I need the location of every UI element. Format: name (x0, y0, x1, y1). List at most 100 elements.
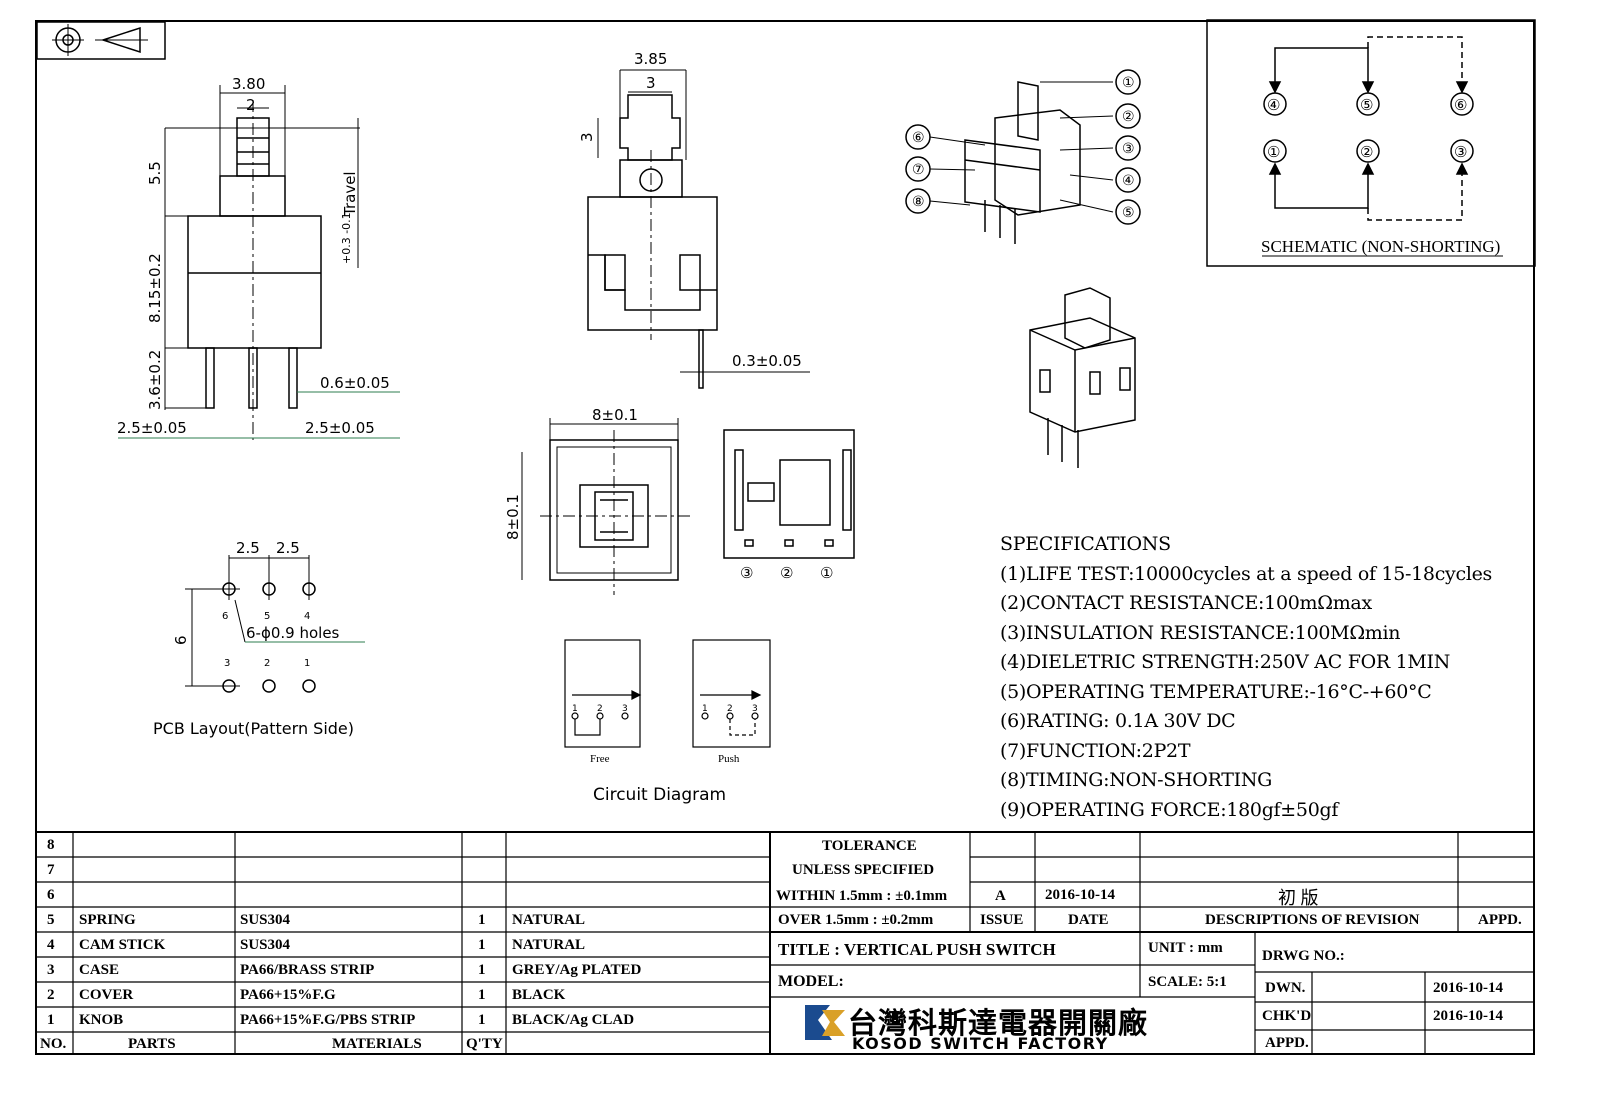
tolerance-within: WITHIN 1.5mm : ±0.1mm (776, 888, 948, 904)
front-view (118, 85, 400, 440)
dim-side-pin: 0.3±0.05 (732, 352, 802, 370)
bom-material: PA66/BRASS STRIP (240, 962, 375, 978)
bom-qty: 1 (478, 912, 486, 928)
callout-8: ⑧ (912, 194, 925, 210)
pcb-pitch-a: 2.5 (236, 539, 260, 557)
schem-node-6: ⑥ (1454, 96, 1467, 114)
chkd-date: 2016-10-14 (1433, 1008, 1503, 1024)
bom-no: 6 (47, 887, 55, 903)
callout-5: ⑤ (1122, 205, 1135, 221)
side-view (587, 69, 810, 389)
tolerance-unless: UNLESS SPECIFIED (792, 862, 935, 878)
appd-label: APPD. (1265, 1035, 1309, 1051)
pcb-caption: PCB Layout(Pattern Side) (153, 719, 354, 738)
spec-item: (3)INSULATION RESISTANCE:100MΩmin (1000, 621, 1401, 644)
schematic-caption: SCHEMATIC (NON-SHORTING) (1261, 237, 1500, 256)
bom-part: COVER (79, 987, 134, 1003)
model: MODEL: (778, 973, 844, 990)
drawing-number: DRWG NO.: (1262, 948, 1345, 964)
callout-3: ③ (1122, 141, 1135, 157)
dim-body-height: 8.15±0.2 (146, 253, 164, 323)
pcb-pin-2: 2 (264, 658, 270, 669)
schematic (1206, 19, 1536, 267)
bom-material: SUS304 (240, 937, 291, 953)
bom-part: CASE (79, 962, 120, 978)
bom-finish: BLACK/Ag CLAD (512, 1012, 635, 1028)
bom-qty: 1 (478, 937, 486, 953)
dim-stem-width: 2 (246, 96, 256, 114)
bom-finish: NATURAL (512, 912, 586, 928)
dim-top-width: 3.80 (232, 75, 265, 93)
circuit-diagram (564, 639, 771, 748)
pcb-holes-label: 6-ϕ0.9 holes (246, 624, 340, 642)
callout-1: ① (1122, 75, 1135, 91)
pcb-pin-6: 6 (222, 611, 228, 622)
tolerance-heading: TOLERANCE (822, 838, 917, 854)
bom-header-no: NO. (40, 1036, 67, 1052)
schem-node-3: ③ (1454, 143, 1467, 161)
exploded-view (905, 69, 1141, 244)
spec-item: (1)LIFE TEST:10000cycles at a speed of 1… (1000, 562, 1492, 585)
rev-header-issue: ISSUE (980, 912, 1024, 928)
rev-issue: A (995, 888, 1006, 904)
schem-node-5: ⑤ (1360, 96, 1373, 114)
spec-item: (4)DIELETRIC STRENGTH:250V AC FOR 1MIN (1000, 651, 1451, 673)
callout-2: ② (1122, 109, 1135, 125)
pcb-pitch-b: 2.5 (276, 539, 300, 557)
dim-top-width: 8±0.1 (592, 406, 638, 424)
push-pin-1: 1 (702, 704, 708, 714)
schem-node-4: ④ (1267, 96, 1280, 114)
free-pin-1: 1 (572, 704, 578, 714)
bom-no: 1 (47, 1012, 55, 1028)
pcb-pin-1: 1 (304, 658, 310, 669)
rev-header-date: DATE (1068, 912, 1109, 928)
rev-date: 2016-10-14 (1045, 887, 1115, 903)
bottom-view (723, 429, 855, 559)
free-label: Free (590, 753, 610, 765)
bom-part: CAM STICK (79, 937, 166, 953)
pcb-pin-5: 5 (264, 611, 270, 622)
rev-header-desc: DESCRIPTIONS OF REVISION (1205, 912, 1420, 928)
bom-qty: 1 (478, 987, 486, 1003)
unit: UNIT : mm (1148, 940, 1223, 956)
bom-material: PA66+15%F.G/PBS STRIP (240, 1012, 416, 1028)
pcb-layout (185, 555, 365, 693)
dwn-date: 2016-10-14 (1433, 980, 1503, 996)
push-pin-3: 3 (752, 704, 758, 714)
schem-node-2: ② (1360, 143, 1373, 161)
title-block-grid (35, 831, 1535, 1055)
company-name-en: KOSOD SWITCH FACTORY (852, 1034, 1109, 1053)
spec-item: (9)OPERATING FORCE:180gf±50gf (1000, 798, 1339, 821)
dim-pin-width: 0.6±0.05 (320, 374, 390, 392)
rev-description: 初 版 (1278, 888, 1319, 908)
bom-header-qty: Q'TY (466, 1036, 503, 1052)
spec-heading: SPECIFICATIONS (1000, 533, 1171, 555)
free-pin-3: 3 (622, 704, 628, 714)
dim-travel-height: 5.5 (146, 161, 164, 185)
dim-side-stem: 3 (578, 132, 596, 142)
company-logo (805, 1005, 845, 1040)
bom-no: 8 (47, 837, 55, 853)
pcb-pin-4: 4 (304, 611, 310, 622)
bom-part: SPRING (79, 912, 136, 928)
push-label: Push (718, 753, 740, 765)
callout-6: ⑥ (912, 130, 925, 146)
pcb-pin-3: 3 (224, 658, 230, 669)
bom-material: SUS304 (240, 912, 291, 928)
bom-qty: 1 (478, 1012, 486, 1028)
rev-header-appd: APPD. (1478, 912, 1522, 928)
circuit-caption: Circuit Diagram (593, 785, 726, 805)
drawing-sheet (35, 20, 1535, 1055)
dim-pin-height: 3.6±0.2 (146, 350, 164, 410)
bom-no: 7 (47, 862, 55, 878)
dim-side-outer: 3.85 (634, 50, 667, 68)
bom-finish: BLACK (512, 987, 566, 1003)
bom-header-materials: MATERIALS (332, 1036, 422, 1052)
bom-no: 4 (47, 937, 55, 953)
tolerance-over: OVER 1.5mm : ±0.2mm (778, 912, 934, 928)
specifications: SPECIFICATIONS (1)LIFE TEST:10000cycles … (1000, 530, 1492, 825)
isometric-view (1029, 287, 1136, 468)
bom-qty: 1 (478, 962, 486, 978)
spec-item: (7)FUNCTION:2P2T (1000, 739, 1191, 762)
